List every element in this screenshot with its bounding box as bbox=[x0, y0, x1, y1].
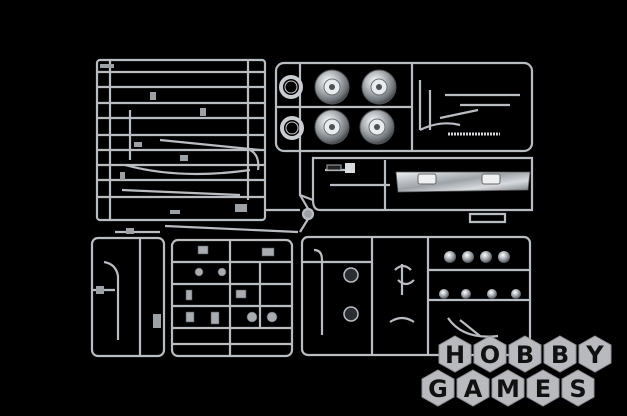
sprue-frame-top-right bbox=[274, 61, 534, 153]
wheel-rings bbox=[279, 75, 304, 140]
watermark-letter: E bbox=[535, 375, 551, 403]
watermark-letter: A bbox=[464, 375, 483, 403]
watermark-letter: B bbox=[551, 341, 569, 369]
small-parts-bottom-right bbox=[343, 251, 521, 322]
watermark-letter: O bbox=[480, 341, 500, 369]
watermark-logo: H O B B Y G A M E S bbox=[421, 335, 612, 407]
sprue-frame-top-left bbox=[95, 58, 267, 222]
sprue-connector bbox=[164, 194, 315, 234]
watermark-letter: S bbox=[569, 375, 586, 403]
watermark-letters-line-2: G A M E S bbox=[428, 375, 587, 403]
small-parts-top-left bbox=[100, 64, 247, 214]
wheel-hub-2 bbox=[361, 69, 397, 105]
watermark-letter: Y bbox=[585, 341, 604, 369]
chrome-bumper bbox=[395, 171, 531, 193]
sprue-frame-bottom-left bbox=[90, 230, 166, 358]
watermark-letter: H bbox=[445, 341, 465, 369]
wheel-hub-3 bbox=[314, 109, 350, 145]
small-parts-bottom-middle bbox=[185, 245, 278, 325]
wheel-hub-4 bbox=[359, 109, 395, 145]
watermark-letter: G bbox=[428, 375, 448, 403]
watermark-letters-line-1: H O B B Y bbox=[445, 341, 604, 369]
chrome-wheels bbox=[314, 69, 397, 145]
watermark-letter: B bbox=[516, 341, 534, 369]
hex-row-1 bbox=[438, 335, 612, 373]
small-black-part bbox=[326, 163, 355, 173]
wheel-hub-1 bbox=[314, 69, 350, 105]
hex-row-2 bbox=[421, 369, 595, 407]
small-parts-bottom-left bbox=[96, 228, 161, 328]
watermark-letter: M bbox=[496, 375, 520, 403]
sprue-frame-bottom-right bbox=[300, 235, 532, 357]
sprue-frame-bottom-middle bbox=[170, 238, 294, 358]
